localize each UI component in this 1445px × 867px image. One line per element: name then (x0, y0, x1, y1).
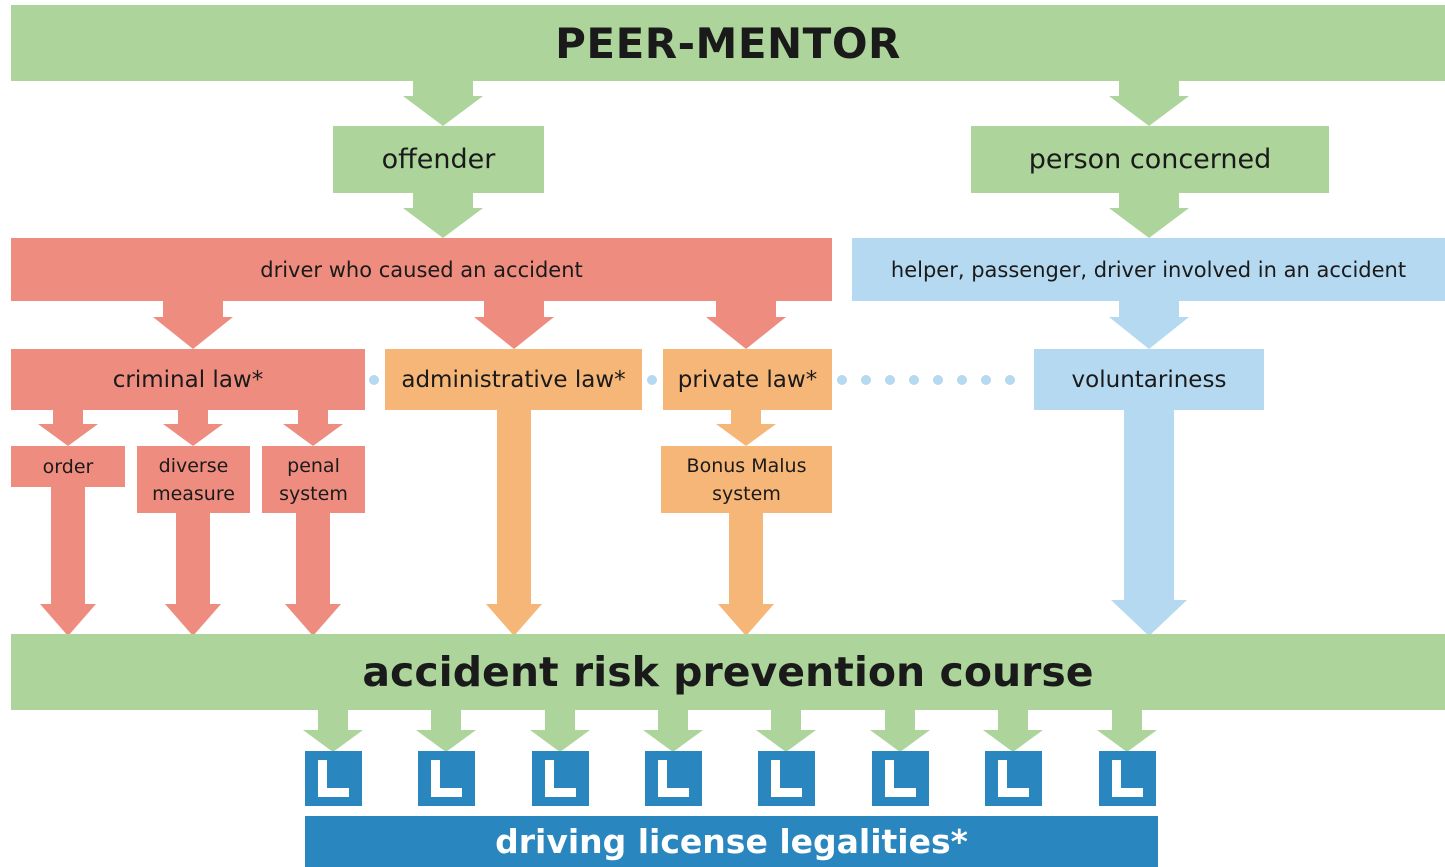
dot-connector (981, 375, 991, 385)
dot-connector (885, 375, 895, 385)
driving-license-legalities-banner: driving license legalities* (305, 816, 1158, 867)
dot-connector (647, 375, 657, 385)
diverse-measure-box: diverse measure (137, 446, 250, 513)
bonus-malus-line1: Bonus Malus (686, 454, 807, 477)
l-letter-icon (885, 760, 916, 797)
penal-system-line1: penal (287, 454, 340, 477)
order-label: order (42, 455, 94, 478)
accident-risk-course-banner: accident risk prevention course (11, 634, 1445, 710)
peer-mentor-title: PEER-MENTOR (555, 18, 901, 68)
voluntariness-label: voluntariness (1071, 366, 1227, 393)
arrow-diverse-to-course (165, 513, 221, 636)
arrow-private-to-bonus-malus (716, 410, 776, 446)
l-letter-icon (545, 760, 576, 797)
arrow-course-to-badge-4 (643, 710, 703, 752)
l-letter-icon (658, 760, 689, 797)
administrative-law-label: administrative law* (401, 366, 626, 393)
learner-plate-icon (532, 751, 589, 806)
person-concerned-label: person concerned (1028, 144, 1272, 175)
penal-system-line2: system (279, 482, 348, 505)
arrow-driver-to-administrative-law (474, 301, 554, 349)
learner-plate-icon (985, 751, 1042, 806)
learner-plate-icon (758, 751, 815, 806)
learner-plate-icon (418, 751, 475, 806)
dot-connector (1005, 375, 1015, 385)
arrow-voluntariness-to-course (1111, 410, 1187, 636)
private-law-label: private law* (677, 366, 818, 393)
bonus-malus-line2: system (712, 482, 781, 505)
learner-plate-icon (1099, 751, 1156, 806)
helper-passenger-label: helper, passenger, driver involved in an… (890, 257, 1407, 282)
driving-license-legalities-title: driving license legalities* (495, 822, 968, 861)
learner-plate-icon (645, 751, 702, 806)
driver-caused-accident-label: driver who caused an accident (260, 257, 583, 282)
arrow-administrative-to-course (486, 410, 542, 636)
dotted-connectors (369, 375, 1015, 385)
criminal-law-label: criminal law* (112, 366, 264, 393)
accident-risk-course-title: accident risk prevention course (362, 648, 1094, 696)
person-concerned-box: person concerned (971, 126, 1329, 193)
l-letter-icon (771, 760, 802, 797)
arrow-course-to-badge-6 (870, 710, 930, 752)
dot-connector (933, 375, 943, 385)
diverse-measure-line1: diverse (158, 454, 229, 477)
offender-label: offender (381, 144, 496, 175)
peer-mentor-banner: PEER-MENTOR (11, 5, 1445, 81)
penal-system-box: penal system (262, 446, 365, 513)
arrow-criminal-to-order (38, 410, 98, 446)
arrow-peer-to-offender (403, 81, 483, 126)
arrow-course-to-badge-5 (756, 710, 816, 752)
arrow-order-to-course (40, 487, 96, 636)
dot-connector (837, 375, 847, 385)
arrow-course-to-badge-3 (530, 710, 590, 752)
driver-caused-accident-box: driver who caused an accident (11, 238, 832, 301)
dot-connector (861, 375, 871, 385)
private-law-box: private law* (663, 349, 832, 410)
arrow-peer-to-person-concerned (1109, 81, 1189, 126)
offender-box: offender (333, 126, 544, 193)
l-letter-icon (998, 760, 1029, 797)
bonus-malus-box: Bonus Malus system (661, 446, 832, 513)
l-letter-icon (1112, 760, 1143, 797)
arrow-offender-to-driver (403, 193, 483, 238)
dot-connector (909, 375, 919, 385)
arrow-person-to-helper (1109, 193, 1189, 238)
learner-plate-icon (872, 751, 929, 806)
arrow-driver-to-private-law (706, 301, 786, 349)
learner-plate-icon (305, 751, 362, 806)
arrow-helper-to-voluntariness (1109, 301, 1189, 349)
l-letter-icon (318, 760, 349, 797)
dot-connector (369, 375, 379, 385)
arrow-criminal-to-penal-system (283, 410, 343, 446)
criminal-law-box: criminal law* (11, 349, 365, 410)
dot-connector (957, 375, 967, 385)
order-box: order (11, 446, 125, 487)
arrow-bonus-malus-to-course (718, 513, 774, 636)
arrow-course-to-badge-8 (1097, 710, 1157, 752)
arrow-course-to-badge-1 (303, 710, 363, 752)
arrow-course-to-badge-2 (416, 710, 476, 752)
arrow-penal-to-course (285, 513, 341, 636)
arrow-driver-to-criminal-law (153, 301, 233, 349)
l-letter-icon (431, 760, 462, 797)
voluntariness-box: voluntariness (1034, 349, 1264, 410)
arrow-criminal-to-diverse-measure (163, 410, 223, 446)
diverse-measure-line2: measure (152, 482, 235, 505)
helper-passenger-box: helper, passenger, driver involved in an… (852, 238, 1445, 301)
administrative-law-box: administrative law* (385, 349, 642, 410)
arrow-course-to-badge-7 (983, 710, 1043, 752)
